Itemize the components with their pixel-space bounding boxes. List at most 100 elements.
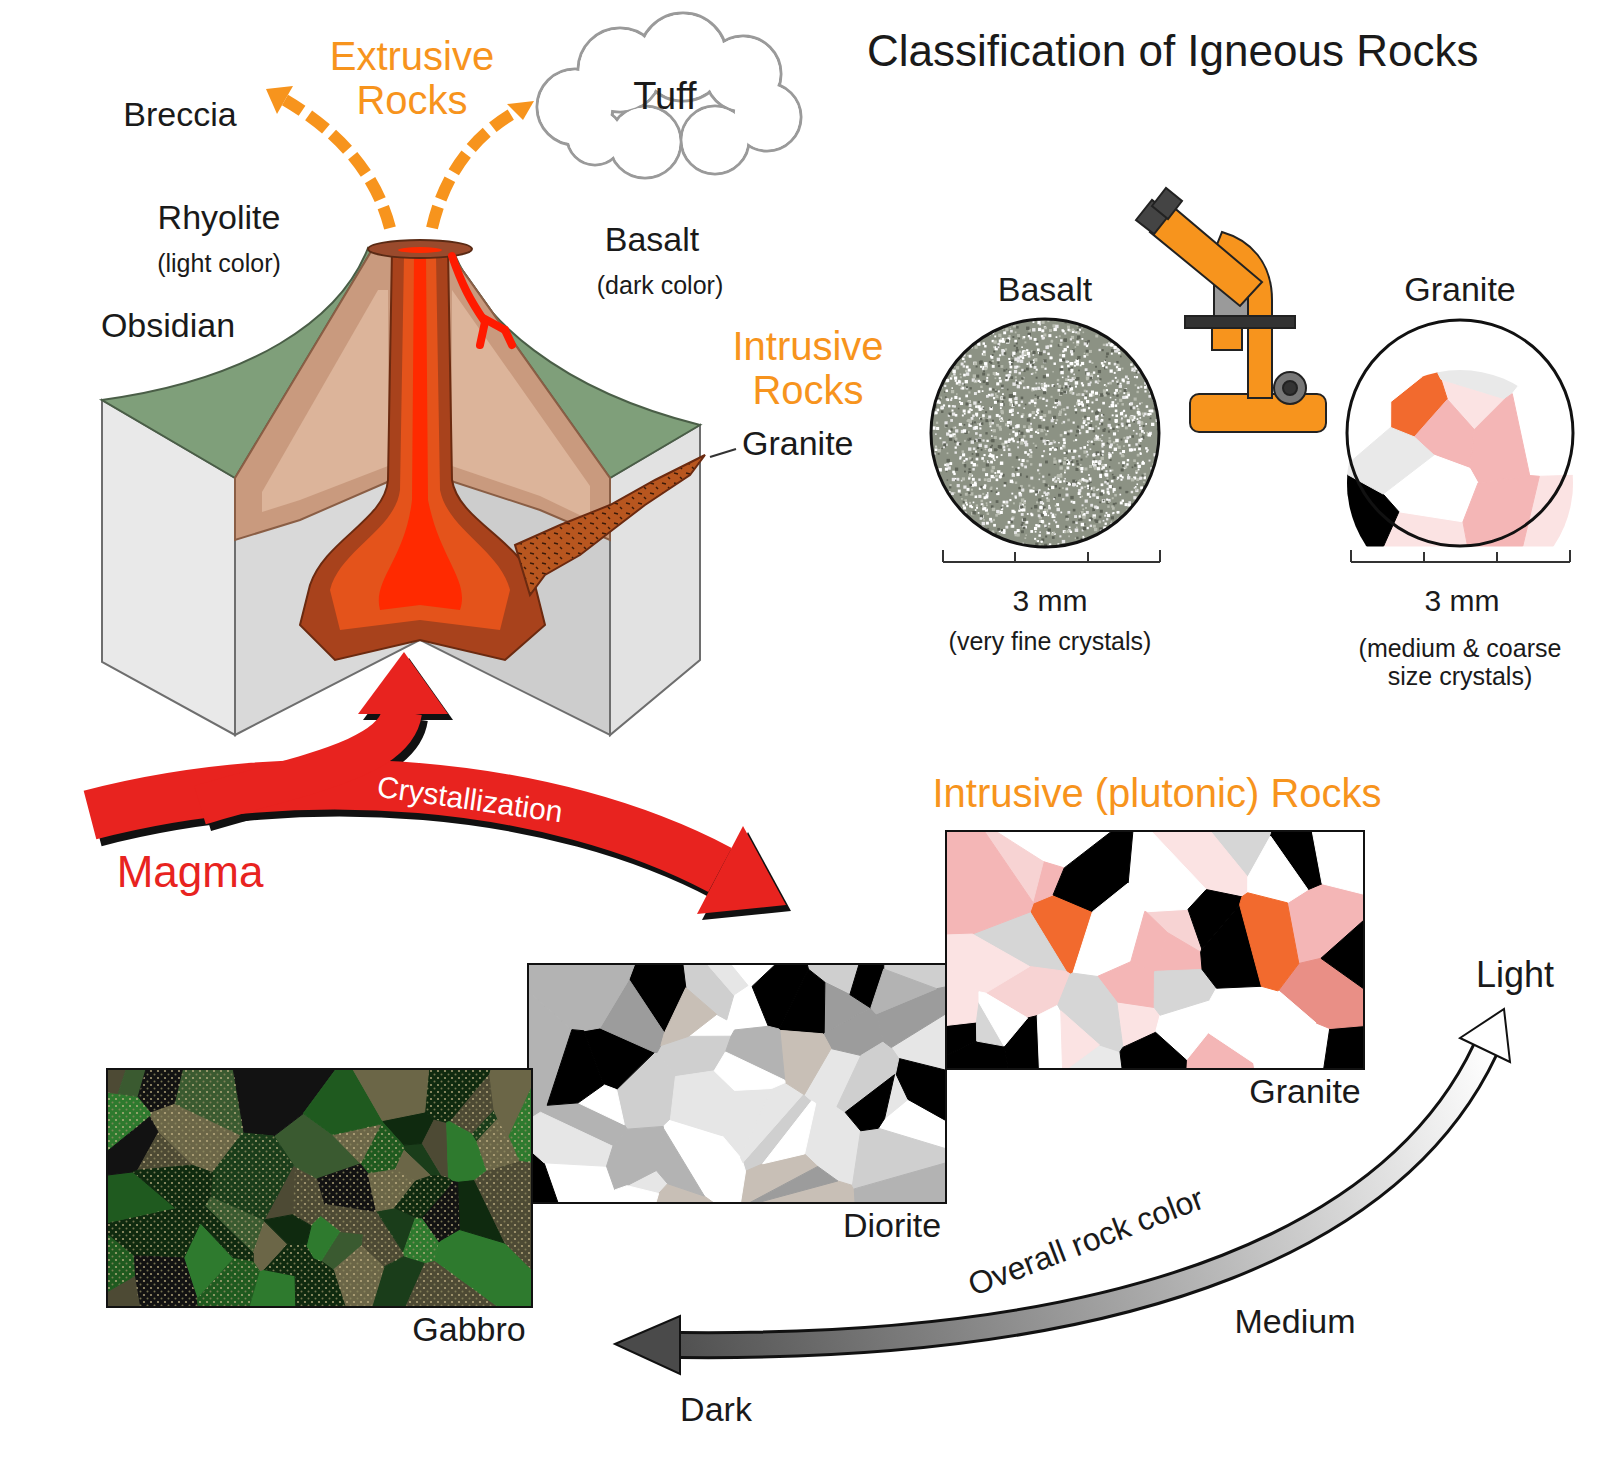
crystal-speck <box>1114 363 1117 366</box>
crystal-speck <box>1157 468 1160 471</box>
crystal-speck <box>1109 470 1111 472</box>
crystal-speck <box>935 543 937 545</box>
crystal-speck <box>1116 350 1119 353</box>
crystal-speck <box>1101 419 1104 422</box>
crystal-speck <box>1010 330 1013 333</box>
crystal-speck <box>936 332 938 334</box>
crystal-speck <box>993 372 996 375</box>
crystal-speck <box>1041 541 1043 543</box>
crystal-speck <box>1136 532 1139 535</box>
crystal-speck <box>998 540 1001 543</box>
crystal-speck <box>1007 445 1009 447</box>
crystal-speck <box>1113 346 1116 349</box>
crystal-speck <box>1075 468 1078 471</box>
crystal-speck <box>972 453 974 455</box>
crystal-speck <box>1155 503 1158 506</box>
crystal-speck <box>1154 517 1157 520</box>
crystal-speck <box>951 340 953 342</box>
crystal-speck <box>1075 528 1078 531</box>
magma-chamber <box>330 255 510 630</box>
crystal-speck <box>973 401 976 404</box>
crystal-speck <box>1040 416 1043 419</box>
crystal-speck <box>1055 406 1057 408</box>
crystal-speck <box>970 492 973 495</box>
crystal-speck <box>985 432 987 434</box>
crystal-speck <box>1058 389 1061 392</box>
crystal-speck <box>1149 342 1151 344</box>
crystal-speck <box>983 342 985 344</box>
crystal-speck <box>1008 335 1010 337</box>
crystal-speck <box>1132 343 1134 345</box>
crystal-speck <box>1136 335 1138 337</box>
crystal-speck <box>1137 411 1140 414</box>
crystal-speck <box>1081 409 1083 411</box>
crystal-speck <box>1157 377 1160 380</box>
crystal-speck <box>1073 509 1076 512</box>
crystal-speck <box>1012 336 1014 338</box>
crystal-speck <box>1036 377 1038 379</box>
crystal-speck <box>1140 503 1142 505</box>
crystal-speck <box>936 533 938 535</box>
crystal-speck <box>945 422 947 424</box>
crystal-speck <box>1097 489 1099 491</box>
crystal-speck <box>1090 448 1092 450</box>
crystal-speck <box>1040 501 1043 504</box>
crystal-speck <box>1048 507 1051 510</box>
crystal-speck <box>1099 501 1101 503</box>
crystal-speck <box>1028 414 1031 417</box>
crystal-speck <box>1100 325 1102 327</box>
crystal-speck <box>983 454 985 456</box>
crystal-speck <box>988 415 991 418</box>
crystal-speck <box>1074 515 1077 518</box>
crystal-speck <box>1129 349 1132 352</box>
crystal-speck <box>994 472 996 474</box>
crystal-speck <box>1135 536 1137 538</box>
crystal-speck <box>1138 442 1140 444</box>
crystal-speck <box>1113 432 1116 435</box>
crystal-speck <box>1150 409 1153 412</box>
crystal-speck <box>1062 377 1064 379</box>
crystal-speck <box>1122 461 1125 464</box>
crystal-speck <box>1093 487 1096 490</box>
crystal-speck <box>1065 526 1067 528</box>
crystal-speck <box>1081 547 1083 549</box>
crystal-speck <box>1063 421 1065 423</box>
crystal-speck <box>1129 522 1132 525</box>
crystal-speck <box>1001 417 1003 419</box>
crystal-speck <box>937 493 940 496</box>
crystal-speck <box>964 464 967 467</box>
crystal-speck <box>1138 536 1140 538</box>
crystal-speck <box>974 325 977 328</box>
crystal-speck <box>1153 345 1156 348</box>
crystal-speck <box>946 471 948 473</box>
crystal-speck <box>1006 369 1008 371</box>
eruption-arrow <box>432 112 515 228</box>
crystal-speck <box>1080 518 1083 521</box>
crystal-speck <box>1023 336 1025 338</box>
crystal-speck <box>1069 379 1072 382</box>
crystal-speck <box>963 410 966 413</box>
crystal-speck <box>1089 360 1091 362</box>
crystal-speck <box>1136 478 1139 481</box>
crystal-speck <box>1150 326 1153 329</box>
crystal-speck <box>976 464 978 466</box>
crystal-speck <box>1044 326 1046 328</box>
crystal-speck <box>935 327 937 329</box>
crystal-speck <box>979 381 981 383</box>
crystal-speck <box>1102 349 1104 351</box>
crystal-speck <box>982 373 985 376</box>
crystal-speck <box>1143 538 1145 540</box>
crystal-speck <box>1132 419 1134 421</box>
crystal-speck <box>1025 521 1028 524</box>
crystal-speck <box>1092 402 1094 404</box>
crystal-speck <box>1100 320 1103 323</box>
crystal-speck <box>1006 546 1009 549</box>
crystal-speck <box>1081 470 1083 472</box>
crystal-speck <box>1151 484 1153 486</box>
crystal-speck <box>1129 435 1131 437</box>
crystal-speck <box>1116 394 1118 396</box>
crystal-speck <box>1061 366 1064 369</box>
color-scale-arrow <box>680 1050 1485 1345</box>
crystal-speck <box>1017 529 1020 532</box>
crystal-speck <box>1064 333 1066 335</box>
